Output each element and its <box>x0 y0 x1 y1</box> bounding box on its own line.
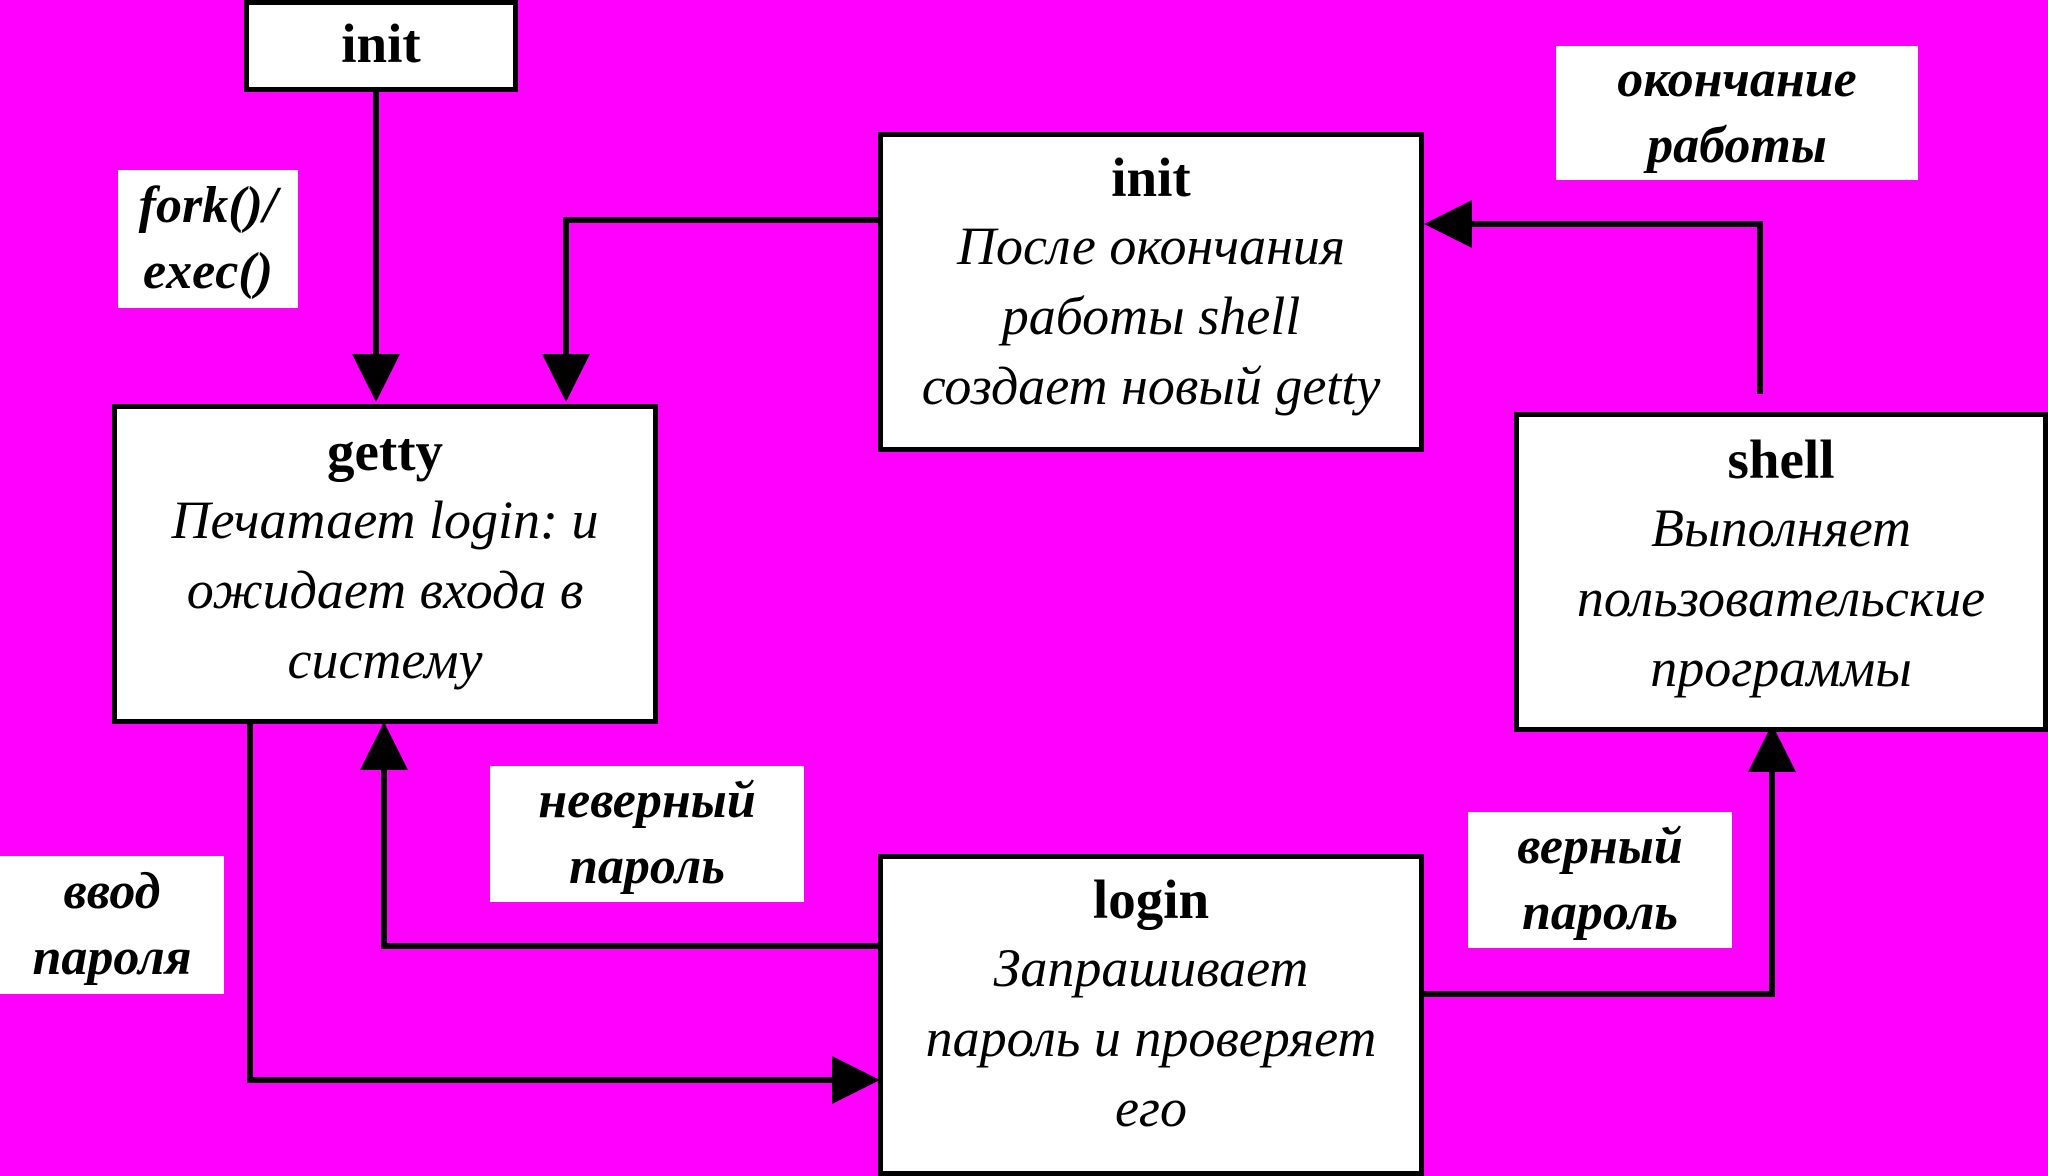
node-init-top: init <box>244 0 518 92</box>
label-password-input: ввод пароля <box>0 856 224 994</box>
label-fork-exec: fork()/ exec() <box>118 170 298 308</box>
node-shell: shell Выполняет пользовательские програм… <box>1514 412 2048 732</box>
arrow-login-to-shell <box>1422 724 1796 997</box>
label-correct-password: верный пароль <box>1468 812 1732 948</box>
arrow-getty-to-login <box>247 722 880 1104</box>
label-end-of-work: окончание работы <box>1556 46 1918 180</box>
node-init-restart-title: init <box>1111 147 1191 208</box>
arrow-init-restart-to-getty <box>542 217 880 402</box>
node-login-desc: Запрашивает пароль и проверяет его <box>925 938 1377 1138</box>
node-getty: getty Печатает login: и ожидает входа в … <box>112 404 658 724</box>
node-shell-desc: Выполняет пользовательские программы <box>1576 498 1986 698</box>
arrow-login-to-getty <box>360 722 880 949</box>
label-wrong-password: неверный пароль <box>490 766 804 902</box>
node-init-top-title: init <box>341 13 421 74</box>
node-login-title: login <box>1092 869 1210 930</box>
node-shell-title: shell <box>1727 429 1835 490</box>
node-init-restart-desc: После окончания работы shell создает нов… <box>921 216 1381 416</box>
node-getty-desc: Печатает login: и ожидает входа в систем… <box>171 490 599 690</box>
node-init-restart: init После окончания работы shell создае… <box>878 132 1424 452</box>
node-getty-title: getty <box>326 421 444 482</box>
node-login: login Запрашивает пароль и проверяет его <box>878 854 1424 1176</box>
arrow-shell-to-init-restart <box>1424 200 1763 394</box>
